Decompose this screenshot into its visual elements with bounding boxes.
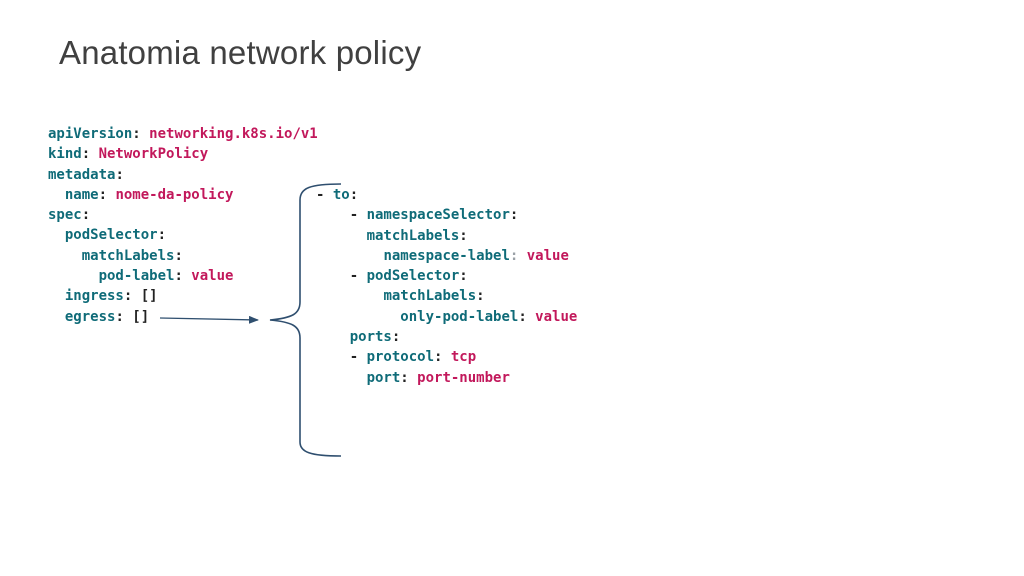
yaml-key: matchLabels (383, 288, 477, 305)
yaml-value: [] (140, 288, 158, 305)
yaml-value: nome-da-policy (115, 186, 234, 203)
yaml-key: ports (349, 329, 392, 346)
yaml-value: networking.k8s.io/v1 (149, 126, 318, 142)
yaml-key: spec (48, 207, 82, 224)
yaml-key: namespace-label (383, 247, 510, 264)
left-yaml-block: apiVersion: networking.k8s.io/v1 kind: Ne… (48, 124, 318, 327)
yaml-key: pod-label (98, 268, 175, 285)
yaml-key: protocol (366, 349, 435, 366)
yaml-line: spec: (48, 207, 91, 224)
yaml-line: egress: [] (64, 308, 150, 325)
yaml-value: port-number (417, 369, 510, 386)
yaml-key: matchLabels (81, 247, 175, 264)
yaml-line: name: nome-da-policy (64, 186, 234, 203)
yaml-line: matchLabels: (366, 227, 468, 244)
yaml-value: value (191, 268, 234, 285)
yaml-line: - protocol: tcp (349, 349, 477, 366)
yaml-key: name (64, 186, 99, 203)
yaml-key: only-pod-label (400, 308, 519, 325)
curly-brace (269, 183, 342, 457)
right-yaml-block: - to: - namespaceSelector: matchLabels: … (316, 185, 577, 388)
yaml-line: matchLabels: (81, 247, 183, 264)
yaml-line: port: port-number (366, 369, 510, 386)
connector-arrow (159, 315, 259, 324)
slide-title: Anatomia network policy (59, 34, 422, 71)
yaml-key: podSelector (64, 227, 158, 244)
yaml-line: podSelector: (64, 227, 167, 244)
yaml-line: ports: (349, 329, 401, 346)
yaml-key: ingress (64, 288, 124, 305)
yaml-key: port (366, 369, 401, 386)
yaml-value: [] (132, 308, 150, 325)
yaml-value: NetworkPolicy (98, 146, 209, 163)
yaml-line: pod-label: value (98, 268, 234, 285)
yaml-key: egress (64, 308, 116, 325)
yaml-line: only-pod-label: value (400, 308, 578, 325)
yaml-key: matchLabels (366, 227, 460, 244)
yaml-line: matchLabels: (383, 288, 485, 305)
yaml-key: namespaceSelector (366, 207, 510, 224)
yaml-line: - to: (316, 187, 359, 203)
yaml-key: apiVersion (48, 126, 133, 142)
yaml-key: metadata (48, 166, 116, 183)
yaml-key: kind (48, 146, 82, 163)
yaml-value: value (526, 247, 569, 264)
yaml-value: tcp (450, 349, 477, 366)
yaml-line: kind: NetworkPolicy (48, 146, 209, 163)
yaml-line: - namespaceSelector: (349, 207, 519, 224)
yaml-line: metadata: (48, 166, 124, 183)
yaml-line: apiVersion: networking.k8s.io/v1 (48, 126, 318, 142)
yaml-line: - podSelector: (349, 268, 468, 285)
yaml-key: to (332, 187, 350, 203)
yaml-line: namespace-label: value (383, 247, 569, 264)
yaml-value: value (535, 308, 578, 325)
yaml-line: ingress: [] (64, 288, 158, 305)
yaml-key: podSelector (366, 268, 460, 285)
